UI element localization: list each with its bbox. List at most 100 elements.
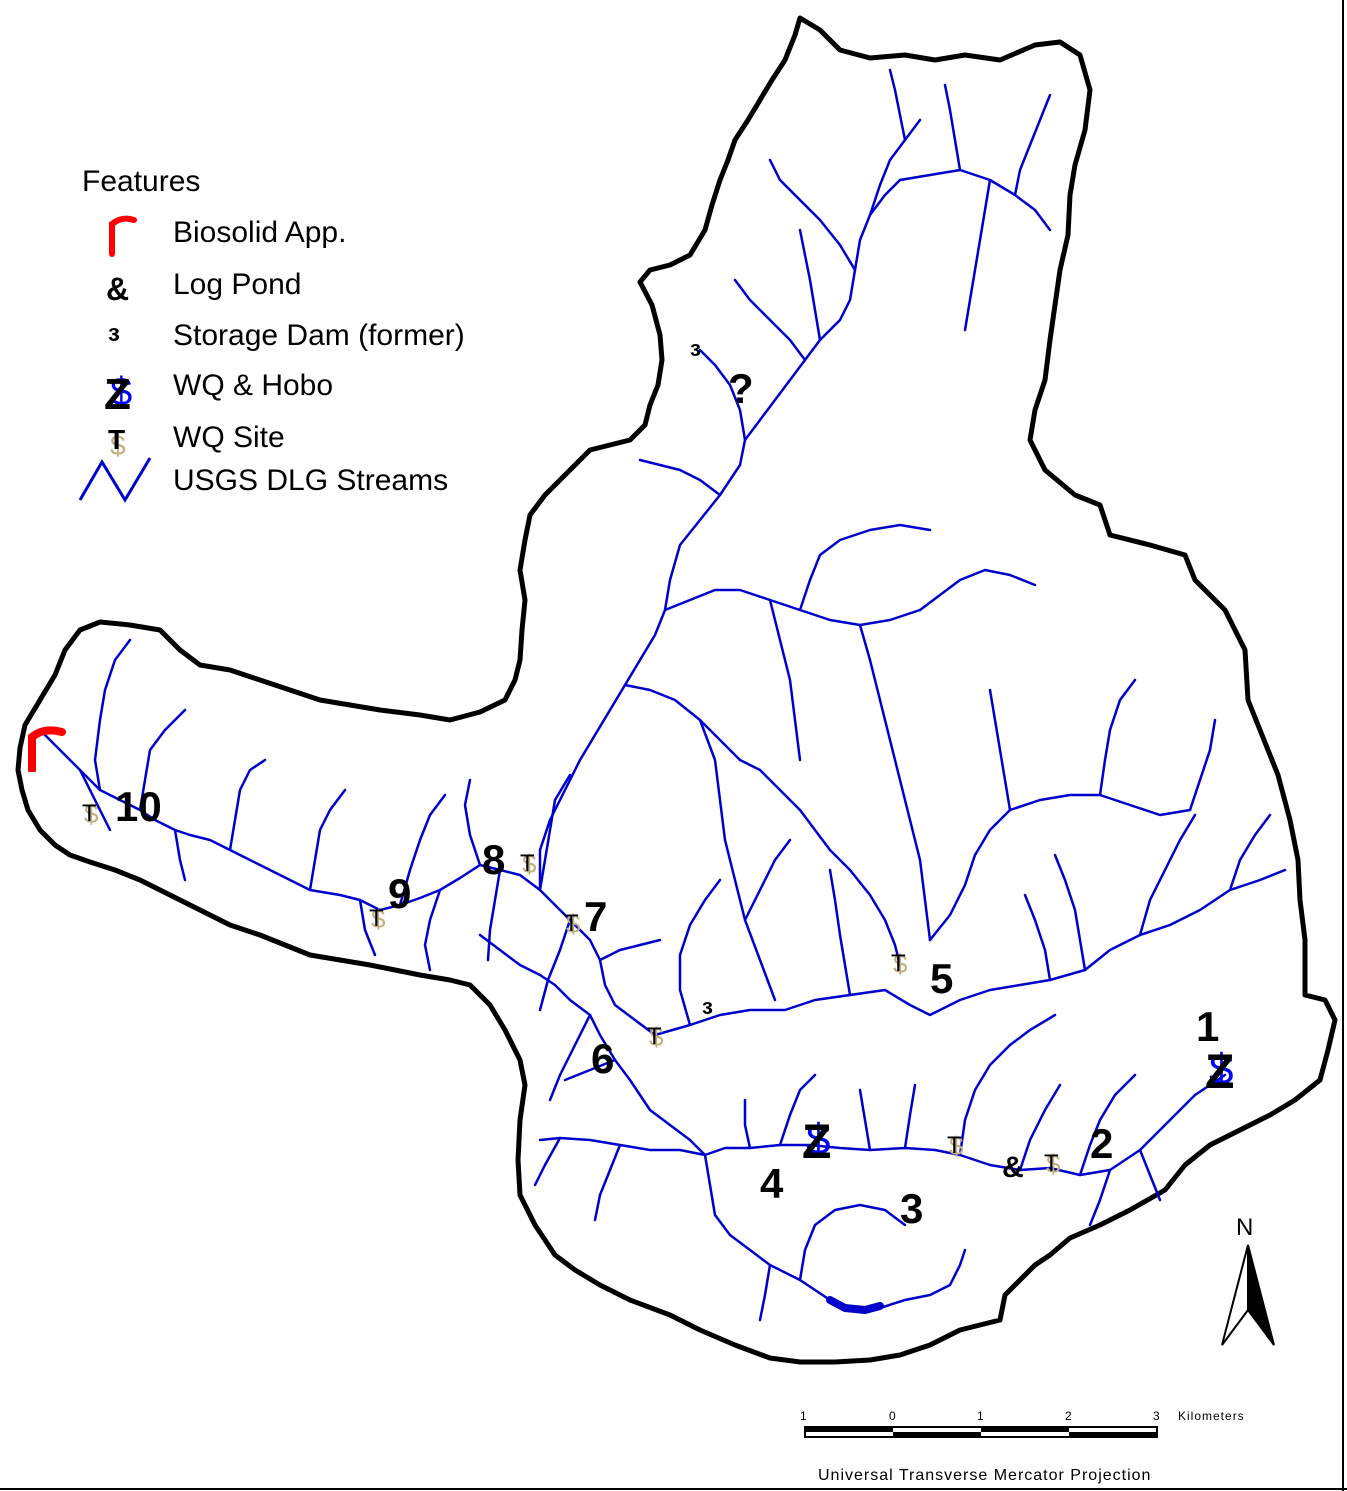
stream-north-trib-11 [698,348,747,442]
stream-south-2 [778,1073,817,1147]
legend-title: Features [82,165,201,198]
stream-west [38,728,657,1037]
log-pond-marker[interactable]: & [1000,1145,1032,1185]
svg-text:T: T [1044,1150,1059,1177]
svg-text:T: T [564,910,579,937]
legend-item-biosolid: Biosolid App. [70,210,550,258]
svg-text:$: $ [84,799,99,829]
svg-text:з: з [108,320,120,347]
stream-south-6 [1018,1083,1062,1172]
stream-mid-2 [743,838,792,922]
svg-text:з: з [690,336,701,360]
stream-trib-15 [463,778,482,867]
biosolid-marker[interactable] [22,722,72,774]
stream-southwest-9 [563,1058,617,1082]
wq-site-marker-9[interactable]: $T [365,900,395,940]
biosolid-icon [28,726,66,774]
stream-center-1 [663,588,922,627]
stream-trib-16 [423,888,442,972]
wq-site-marker-7[interactable]: $T [560,905,590,945]
wq-site-icon: $T [90,415,160,463]
stream-trib-18 [358,898,377,957]
scale-tick-label: 2 [1065,1409,1072,1423]
storage-dam-icon: з [690,336,701,361]
legend-label-wq-site: WQ Site [173,421,285,454]
stream-south-9 [1138,1148,1162,1202]
wq-hobo-marker-4[interactable]: $Z [800,1110,844,1169]
storage-dam-marker-north[interactable]: з [688,336,712,361]
legend: Features Biosolid App. & Log Pond з Stor… [70,165,570,510]
legend-label-biosolid: Biosolid App. [173,216,347,249]
storage-dam-icon: з [702,994,713,1019]
stream-east-7 [1228,813,1272,892]
svg-text:з: з [702,994,713,1018]
stream-north-trib-1 [733,278,807,362]
stream-west-trib-5 [398,793,447,907]
site-label-2: 2 [1090,1120,1114,1167]
svg-text:T: T [520,850,535,877]
svg-text:Z: Z [1205,1046,1234,1094]
scale-bar-seg-2 [893,1432,981,1437]
wq-site-marker-8[interactable]: $T [516,845,546,885]
stream-west-trib-1 [93,638,132,792]
stream-southwest-5 [758,1263,772,1322]
svg-text:$: $ [522,849,537,879]
stream-south-1 [743,1098,752,1150]
svg-text:$: $ [110,430,126,461]
wq-site-marker-10[interactable]: $T [78,795,108,835]
stream-east-5 [1053,853,1087,972]
wq-site-icon: $T [1044,1149,1061,1179]
legend-item-wq-site: $T WQ Site [70,415,550,463]
site-label-4: 4 [760,1160,784,1207]
stream-north-trib-2 [768,158,857,272]
stream-southwest-4 [798,1203,907,1282]
stream-north-trib-5 [1013,93,1052,197]
wq-site-marker-3[interactable]: $T [943,1127,973,1167]
stream-southwest-6 [593,1143,622,1222]
stream-east-6 [1138,813,1197,937]
svg-text:T: T [82,800,97,827]
svg-text:$: $ [893,949,908,979]
scale-bar-seg-4 [1069,1432,1157,1437]
wq-hobo-icon: $Z [802,1115,831,1169]
wq-hobo-icon: $Z [1205,1045,1234,1099]
stream-north-trib-6 [963,178,992,332]
stream-north-trib-10 [638,458,722,497]
stream-center-3 [918,568,1037,612]
wq-site-marker-5[interactable]: $T [887,945,917,985]
storage-dam-marker-south[interactable]: з [700,994,724,1019]
svg-text:T: T [647,1023,662,1050]
legend-label-log-pond: Log Pond [173,268,302,301]
stream-mid-4 [678,878,722,1027]
stream-east-8 [1023,893,1052,982]
scale-bar [804,1426,1158,1438]
stream-west-trib-4 [308,788,347,892]
svg-text:T: T [108,424,125,455]
scale-bar-seg-3 [981,1427,1069,1432]
stream-network [38,68,1287,1322]
scale-tick-label: 1 [977,1409,984,1423]
stream-south-4 [903,1083,917,1150]
site-label-1: 1 [1196,1003,1220,1050]
wq-site-icon: $T [947,1131,964,1161]
svg-text:Z: Z [104,370,131,419]
site-label-10: 10 [115,783,162,830]
site-label-6: 6 [591,1035,615,1082]
stream-south-5 [958,1013,1057,1157]
wq-site-marker-2[interactable]: $T [1040,1145,1070,1185]
stream-north-trib-8 [888,68,907,142]
site-label-5: 5 [930,955,954,1002]
stream-east-3 [1098,678,1137,797]
stream-mid-1 [698,718,777,1002]
stream-south-3 [858,1088,872,1152]
wq-site-marker-6[interactable]: $T [643,1018,673,1058]
stream-north-trib-4 [898,168,1052,232]
scale-tick-label: 0 [889,1409,896,1423]
stream-southwest-7 [533,1136,562,1187]
stream-south-8 [1088,1168,1112,1227]
log-pond-icon: & [90,262,160,310]
wq-hobo-marker-1[interactable]: $Z [1203,1040,1247,1099]
legend-item-storage-dam: з Storage Dam (former) [70,313,550,361]
site-label-8: 8 [482,836,506,883]
